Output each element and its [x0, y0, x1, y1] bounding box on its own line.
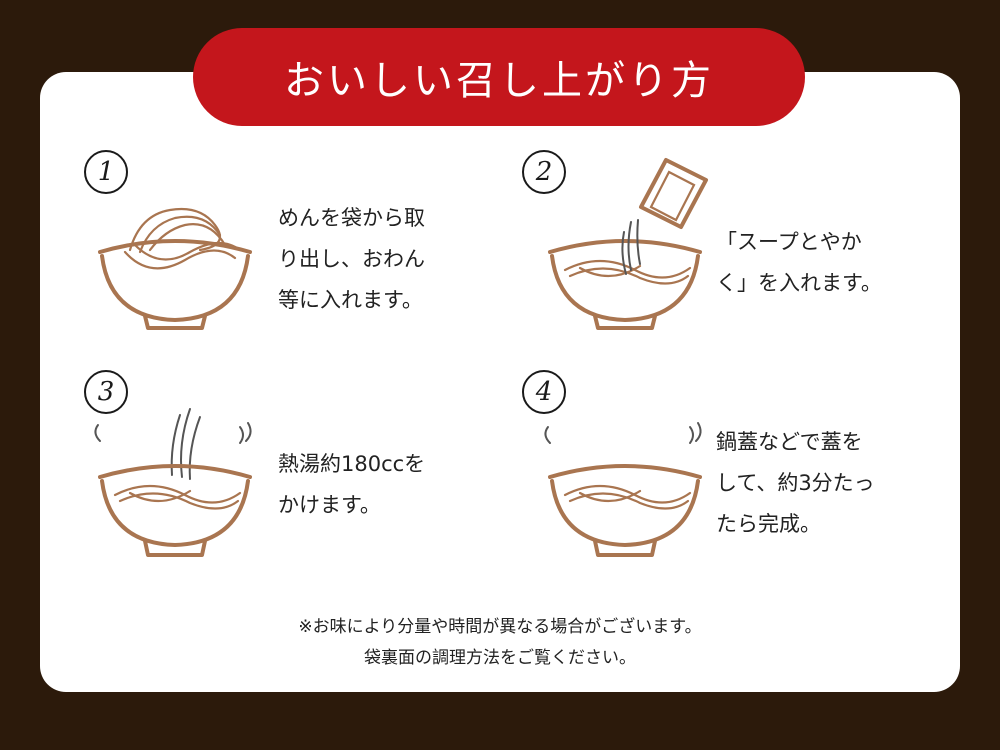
instructions-card — [40, 72, 960, 692]
title-banner: おいしい召し上がり方 — [193, 28, 805, 126]
step-2-text: 「スープとやか く」を入れます。 — [716, 230, 882, 295]
page-title: おいしい召し上がり方 — [284, 58, 714, 104]
step-4-text: 鍋蓋などで蓋を して、約3分たっ たら完成。 — [716, 430, 875, 536]
pouring-water-icon — [94, 408, 252, 557]
bowl-with-noodles-icon — [98, 207, 252, 330]
step-3-text: 熱湯約180ccを かけます。 — [278, 452, 426, 517]
step-2-number: 2 — [522, 150, 566, 194]
step-1-number: 1 — [84, 150, 128, 194]
covered-bowl-icon — [544, 422, 702, 557]
soup-packet-icon — [621, 158, 708, 275]
bowl-with-soup-icon — [548, 239, 702, 330]
footnote: ※お味により分量や時間が異なる場合がございます。 袋裏面の調理方法をご覧ください… — [298, 617, 702, 668]
step-1-text: めんを袋から取 り出し、おわん 等に入れます。 — [278, 206, 425, 312]
step-4-number: 4 — [522, 370, 566, 414]
step-3-number: 3 — [84, 370, 128, 414]
